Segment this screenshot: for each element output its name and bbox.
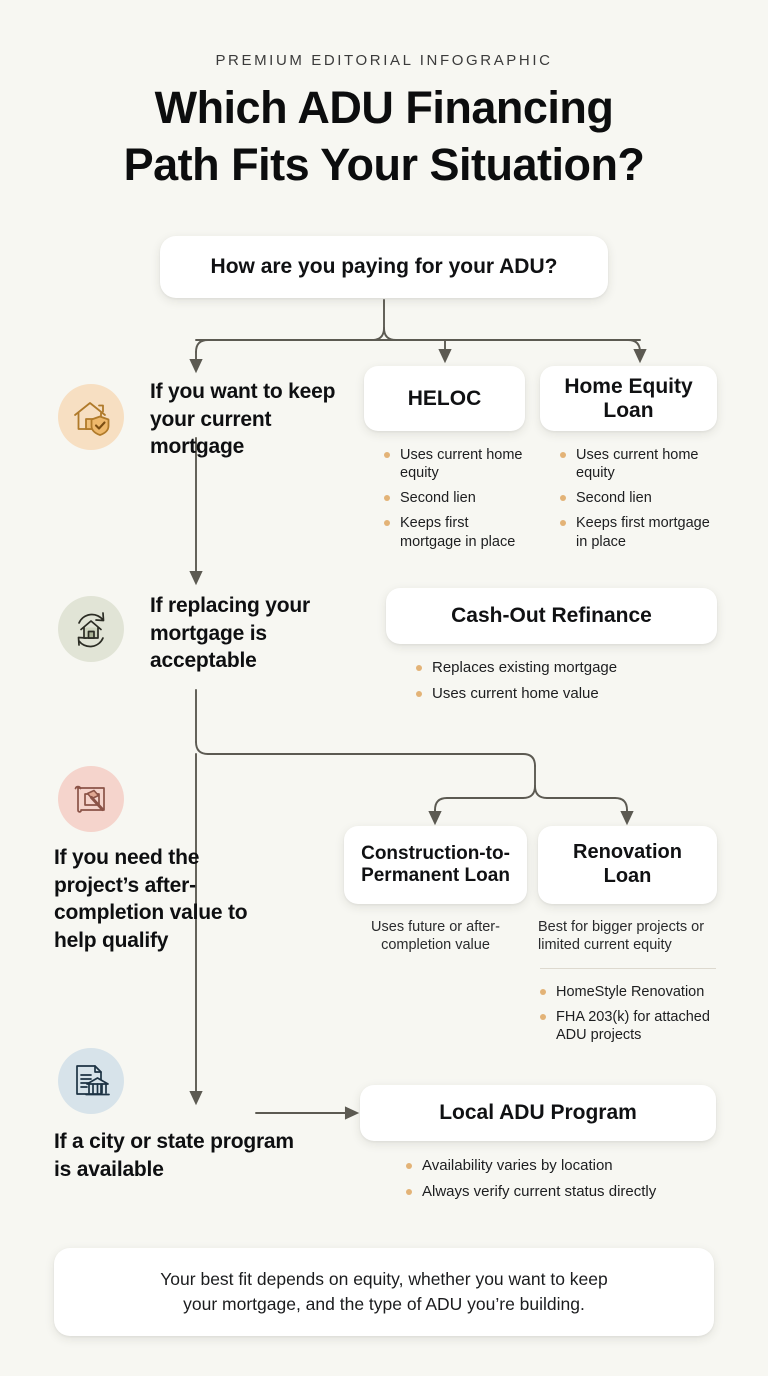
option-card-local-adu-program[interactable]: Local ADU Program — [360, 1085, 716, 1141]
root-question-card[interactable]: How are you paying for your ADU? — [160, 236, 608, 298]
summary-line-1: Your best fit depends on equity, whether… — [160, 1268, 608, 1289]
list-item: Uses current home value — [416, 685, 716, 704]
page-title: Which ADU Financing Path Fits Your Situa… — [0, 80, 768, 193]
list-item: Uses current home equity — [560, 446, 720, 482]
list-item: Keeps first mortgage in place — [384, 514, 530, 550]
list-item: FHA 203(k) for attached ADU projects — [540, 1008, 726, 1044]
summary-line-2: your mortgage, and the type of ADU you’r… — [183, 1294, 585, 1314]
option-bullets-renovation-loan: HomeStyle Renovation FHA 203(k) for atta… — [540, 983, 726, 1051]
eyebrow-label: PREMIUM EDITORIAL INFOGRAPHIC — [215, 52, 553, 69]
list-item: Replaces existing mortgage — [416, 659, 716, 678]
branch-label-local-program: If a city or state program is available — [54, 1130, 294, 1181]
option-card-home-equity-loan[interactable]: Home Equity Loan — [540, 366, 717, 431]
list-item: Keeps first mortgage in place — [560, 514, 720, 550]
option-card-cash-out-refinance[interactable]: Cash-Out Refinance — [386, 588, 717, 644]
option-note-construction-to-permanent-loan: Uses future or after-completion value — [371, 919, 500, 954]
option-bullets-home-equity-loan: Uses current home equity Second lien Kee… — [560, 446, 720, 558]
list-item: Always verify current status directly — [406, 1183, 726, 1202]
option-bullets-heloc: Uses current home equity Second lien Kee… — [384, 446, 530, 558]
option-card-construction-to-permanent-loan[interactable]: Construction-to-Permanent Loan — [344, 826, 527, 904]
list-item: Uses current home equity — [384, 446, 530, 482]
house-shield-icon — [58, 384, 124, 450]
branch-label-replace-mortgage: If replacing your mortgage is acceptable — [150, 594, 310, 673]
option-bullets-cash-out-refinance: Replaces existing mortgage Uses current … — [416, 659, 716, 711]
branch-label-keep-mortgage: If you want to keep your current mortgag… — [150, 380, 336, 459]
option-bullets-local-adu-program: Availability varies by location Always v… — [406, 1157, 726, 1209]
list-item: Availability varies by location — [406, 1157, 726, 1176]
list-item: HomeStyle Renovation — [540, 983, 726, 1001]
page-title-line-1: Which ADU Financing — [154, 82, 614, 133]
list-item: Second lien — [384, 489, 530, 507]
document-bank-icon — [58, 1048, 124, 1114]
branch-label-after-completion-value: If you need the project’s after-completi… — [54, 846, 248, 953]
house-refresh-icon — [58, 596, 124, 662]
renovation-divider — [540, 968, 716, 969]
blueprint-hammer-icon — [58, 766, 124, 832]
page-title-line-2: Path Fits Your Situation? — [123, 138, 645, 190]
summary-card: Your best fit depends on equity, whether… — [54, 1248, 714, 1336]
option-card-renovation-loan[interactable]: Renovation Loan — [538, 826, 717, 904]
list-item: Second lien — [560, 489, 720, 507]
option-card-heloc[interactable]: HELOC — [364, 366, 525, 431]
option-note-renovation-loan: Best for bigger projects or limited curr… — [538, 919, 705, 954]
